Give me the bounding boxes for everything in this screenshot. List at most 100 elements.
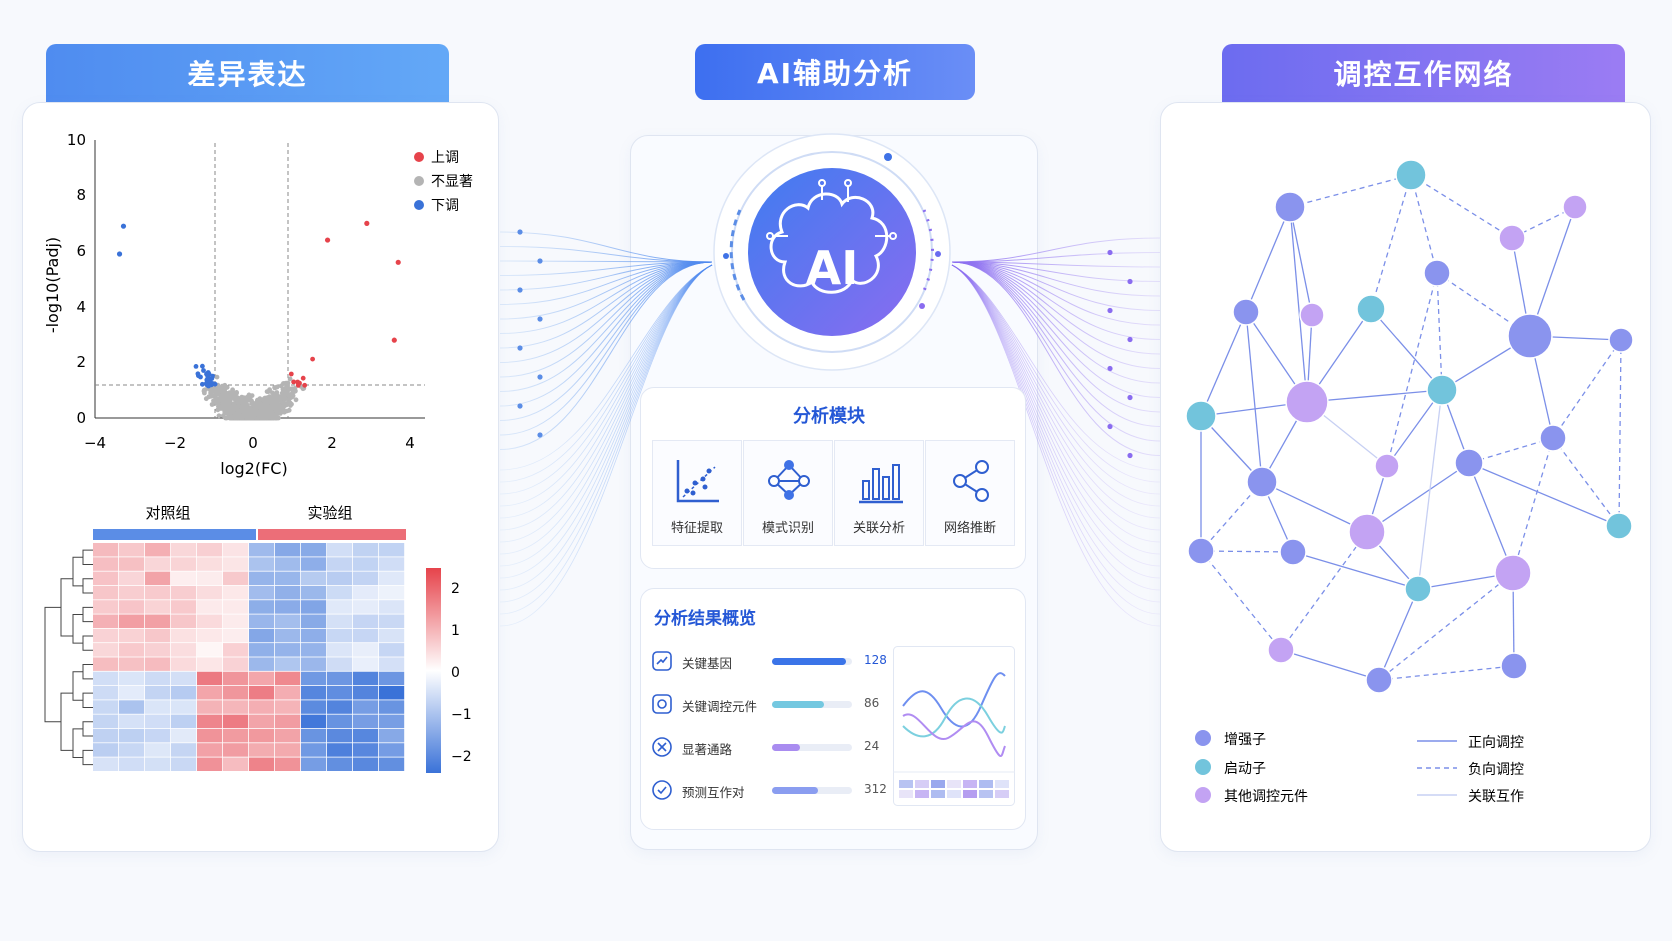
heatmap-cell bbox=[171, 728, 197, 743]
volcano-point bbox=[216, 413, 222, 419]
volcano-point bbox=[395, 259, 401, 265]
flow-line bbox=[499, 261, 713, 334]
volcano-point bbox=[284, 384, 290, 390]
heatmap-cell bbox=[379, 557, 405, 571]
heatmap-cell bbox=[301, 671, 327, 686]
heatmap-cell bbox=[145, 571, 171, 586]
network-node bbox=[1267, 636, 1295, 664]
ai-analysis-title: AI辅助分析 bbox=[756, 57, 914, 90]
volcano-point bbox=[260, 413, 266, 419]
flow-line bbox=[499, 261, 713, 407]
flow-line bbox=[951, 261, 1161, 456]
network-node bbox=[1285, 380, 1329, 424]
heatmap-cell bbox=[275, 614, 301, 628]
network-node bbox=[1539, 424, 1567, 452]
volcano-point bbox=[223, 410, 229, 416]
module-correlation-analysis[interactable]: 关联分析 bbox=[834, 440, 924, 546]
bar-chart-icon bbox=[859, 464, 903, 504]
volcano-point bbox=[200, 363, 205, 369]
mini-heat-cell bbox=[995, 790, 1009, 798]
network-title: 调控互作网络 bbox=[1333, 58, 1514, 91]
target-icon bbox=[652, 694, 672, 714]
network-edge bbox=[1280, 649, 1380, 681]
heatmap-cell bbox=[171, 571, 197, 586]
heatmap-cell bbox=[249, 743, 275, 757]
volcano-y-tick: 8 bbox=[76, 186, 86, 204]
heatmap-cell bbox=[223, 585, 249, 600]
dendrogram-branch bbox=[44, 578, 73, 751]
heatmap-cell bbox=[223, 728, 249, 743]
flow-line bbox=[951, 264, 1161, 627]
network-edge bbox=[1378, 665, 1515, 681]
volcano-point bbox=[205, 374, 211, 380]
dendrogram-branch bbox=[82, 692, 93, 708]
scatter-plot-icon bbox=[676, 460, 719, 503]
flow-line bbox=[951, 261, 1161, 297]
heatmap-cell bbox=[93, 728, 119, 743]
flow-dot bbox=[517, 229, 523, 235]
network-edge bbox=[1306, 389, 1443, 403]
module-feature-extraction[interactable]: 特征提取 bbox=[652, 440, 742, 546]
flow-line bbox=[951, 264, 1161, 567]
heatmap-cell bbox=[197, 728, 223, 743]
flow-line bbox=[951, 261, 1161, 268]
heatmap-cell bbox=[145, 714, 171, 729]
volcano-point bbox=[213, 392, 219, 397]
heatmap-cell bbox=[145, 757, 171, 771]
result-row-regulatory-elements: 关键调控元件 86 bbox=[652, 694, 892, 718]
heatmap-cell bbox=[353, 671, 379, 686]
heatmap-cell bbox=[301, 643, 327, 657]
heatmap-cell bbox=[93, 614, 119, 628]
heatmap-cell bbox=[119, 743, 145, 757]
network-node bbox=[1395, 159, 1427, 191]
result-value: 86 bbox=[864, 696, 880, 710]
module-network-inference[interactable]: 网络推断 bbox=[925, 440, 1015, 546]
volcano-point bbox=[288, 403, 293, 408]
heatmap-cell bbox=[145, 657, 171, 671]
network-edge bbox=[1417, 389, 1443, 590]
volcano-point bbox=[265, 399, 271, 404]
volcano-point bbox=[200, 381, 205, 387]
volcano-point bbox=[198, 374, 203, 380]
heatmap-cell bbox=[119, 686, 145, 700]
module-pattern-recognition[interactable]: 模式识别 bbox=[743, 440, 833, 546]
flow-dot bbox=[517, 287, 523, 293]
result-label: 显著通路 bbox=[682, 742, 733, 757]
heatmap: 对照组 实验组 2 1 0 −1 −2 bbox=[44, 504, 472, 773]
heatmap-cell bbox=[197, 757, 223, 771]
mini-heat-cell bbox=[963, 780, 977, 788]
volcano-point bbox=[288, 371, 294, 377]
mini-heat-cell bbox=[995, 780, 1009, 788]
legend-down-marker bbox=[414, 200, 424, 210]
volcano-point bbox=[258, 401, 264, 407]
flow-line bbox=[951, 261, 1161, 340]
volcano-point bbox=[210, 381, 216, 386]
result-label: 预测互作对 bbox=[682, 785, 745, 800]
heatmap-cell bbox=[223, 628, 249, 643]
network-edge bbox=[1289, 174, 1412, 208]
network-node bbox=[1605, 512, 1633, 540]
heatmap-cell bbox=[119, 628, 145, 643]
flow-dot bbox=[1107, 365, 1113, 372]
volcano-x-label: log2(FC) bbox=[220, 459, 287, 478]
volcano-point bbox=[220, 393, 226, 399]
volcano-point bbox=[250, 408, 256, 413]
flow-dot bbox=[1107, 423, 1113, 430]
brain-icon bbox=[769, 192, 889, 294]
heatmap-cell bbox=[197, 600, 223, 614]
flow-dot bbox=[517, 345, 523, 351]
legend-ns-label: 不显著 bbox=[431, 174, 473, 190]
heatmap-cell bbox=[197, 628, 223, 643]
network-edge bbox=[1261, 481, 1368, 533]
volcano-point bbox=[234, 395, 239, 400]
heatmap-cell bbox=[171, 600, 197, 614]
flow-line bbox=[499, 261, 713, 378]
volcano-point bbox=[283, 380, 289, 386]
heatmap-cell bbox=[197, 614, 223, 628]
network-node bbox=[1185, 400, 1217, 432]
network-edge bbox=[1436, 272, 1443, 391]
heatmap-cell bbox=[197, 557, 223, 571]
heatmap-cell bbox=[353, 686, 379, 700]
heatmap-cell bbox=[119, 543, 145, 557]
heatmap-cell bbox=[275, 728, 301, 743]
